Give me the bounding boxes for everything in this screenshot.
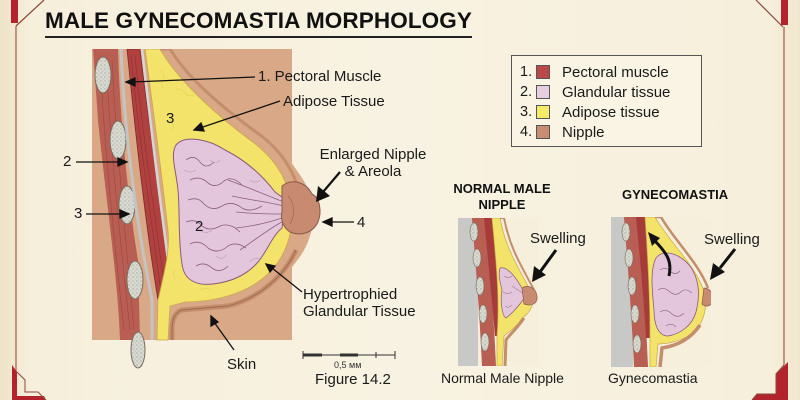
normal-male-nipple-caption: Normal Male Nipple [441,370,564,386]
normal-swelling-label: Swelling [530,230,586,247]
normal-male-nipple-title: NORMAL MALE NIPPLE [447,181,557,213]
label-nipple-number: 4 [357,214,366,231]
legend-item-label: Adipose tissue [562,103,660,121]
legend-swatch-pectoral-muscle [536,65,550,79]
label-left-number-2: 2 [63,153,72,170]
legend-swatch-glandular-tissue [536,85,550,99]
label-inner-number-2: 2 [195,218,204,235]
normal-male-diagram [458,218,558,366]
legend-item-adipose-tissue: 3. Adipose tissue [520,102,701,122]
gynecomastia-caption: Gynecomastia [608,370,698,386]
legend-item-pectoral-muscle: 1. Pectoral muscle [520,62,701,82]
scale-bar-label: 0,5 мм [334,360,362,370]
legend-swatch-adipose-tissue [536,105,550,119]
normal-title-line1: NORMAL MALE [453,181,551,196]
scale-bar [302,351,396,359]
label-enlarged-nipple-line1: Enlarged Nipple [319,146,427,163]
legend-item-glandular-tissue: 2. Glandular tissue [520,82,701,102]
label-left-number-3: 3 [74,205,83,222]
gynecomastia-swelling-label: Swelling [704,231,760,248]
page-title: MALE GYNECOMASTIA MORPHOLOGY [45,8,472,38]
legend-item-number: 4. [520,124,533,140]
legend: 1. Pectoral muscle 2. Glandular tissue 3… [511,55,702,147]
legend-item-number: 1. [520,64,533,80]
legend-swatch-nipple [536,125,550,139]
label-inner-number-3: 3 [166,110,175,127]
figure-caption: Figure 14.2 [315,371,391,388]
legend-item-number: 2. [520,84,533,100]
label-enlarged-nipple-line2: & Areola [344,163,402,180]
gynecomastia-diagram [611,217,737,367]
legend-item-label: Nipple [562,123,605,141]
main-breast-cross-section [92,49,321,369]
label-hypertrophied-glandular: Hypertrophied Glandular Tissue [303,286,416,320]
label-skin: Skin [227,356,257,373]
legend-item-number: 3. [520,104,533,120]
gynecomastia-title: GYNECOMASTIA [622,187,729,202]
label-enlarged-nipple: Enlarged Nipple & Areola [318,146,428,180]
label-adipose-tissue: Adipose Tissue [283,93,385,110]
normal-title-line2: NIPPLE [478,197,526,212]
legend-item-label: Pectoral muscle [562,63,669,81]
label-pectoral-muscle: 1. Pectoral Muscle [258,68,382,85]
legend-item-nipple: 4. Nipple [520,122,701,142]
legend-item-label: Glandular tissue [562,83,671,101]
label-hypertrophied-line2: Glandular Tissue [303,303,416,320]
label-hypertrophied-line1: Hypertrophied [303,286,398,303]
